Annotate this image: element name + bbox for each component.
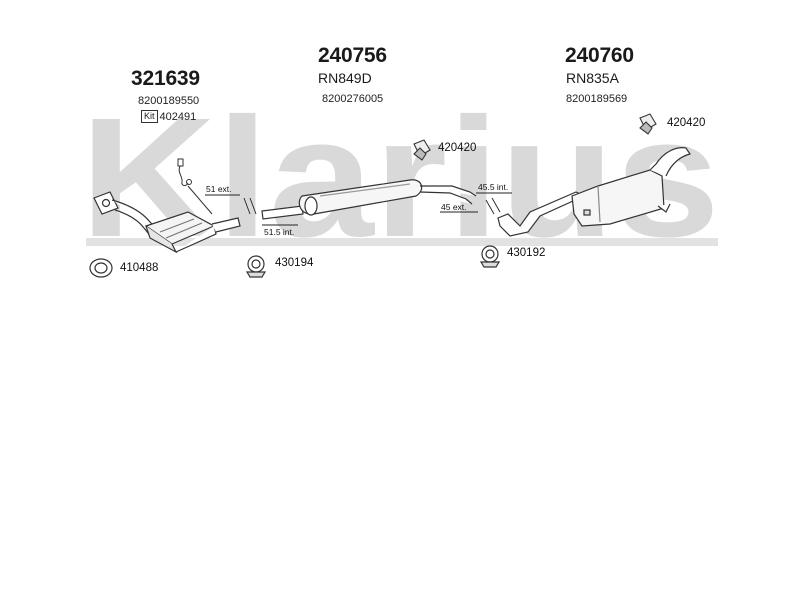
part-number-240760: 240760 bbox=[565, 44, 634, 67]
mount-label-2: 420420 bbox=[667, 117, 706, 129]
dimension-label-51-5-int: 51.5 int. bbox=[264, 227, 295, 237]
code-rn835a: RN835A bbox=[566, 70, 619, 86]
mount-label-1: 420420 bbox=[438, 142, 477, 154]
dimension-label-45-ext: 45 ext. bbox=[441, 202, 467, 212]
clamp-label-1: 430194 bbox=[275, 257, 314, 269]
clamp-icon-1 bbox=[245, 255, 267, 278]
dimension-label-51-ext: 51 ext. bbox=[206, 184, 232, 194]
mount-icon-2 bbox=[639, 113, 657, 135]
oe-number-8200189550: 8200189550 bbox=[138, 95, 200, 107]
catalytic-converter bbox=[111, 199, 241, 254]
part-number-240756: 240756 bbox=[318, 44, 387, 67]
kit-badge: Kit bbox=[141, 110, 158, 123]
dimension-label-45-5-int: 45.5 int. bbox=[478, 182, 509, 192]
rear-silencer-assembly bbox=[497, 147, 691, 237]
gasket-icon bbox=[89, 258, 113, 278]
front-flange bbox=[93, 191, 119, 215]
oe-number-8200276005: 8200276005 bbox=[322, 93, 384, 105]
kit-reference: Kit 402491 bbox=[141, 110, 196, 123]
part-number-321639: 321639 bbox=[131, 67, 200, 90]
dimension-marks bbox=[205, 192, 512, 226]
gasket-label: 410488 bbox=[120, 262, 159, 274]
code-rn849d: RN849D bbox=[318, 70, 372, 86]
kit-number: 402491 bbox=[159, 110, 197, 123]
clamp-icon-2 bbox=[479, 245, 501, 268]
clamp-label-2: 430192 bbox=[507, 247, 546, 259]
lambda-sensor bbox=[177, 158, 213, 215]
oe-number-8200189569: 8200189569 bbox=[566, 93, 628, 105]
mount-icon-1 bbox=[413, 139, 431, 161]
watermark-underline bbox=[86, 238, 718, 246]
middle-silencer-assembly bbox=[261, 179, 477, 220]
